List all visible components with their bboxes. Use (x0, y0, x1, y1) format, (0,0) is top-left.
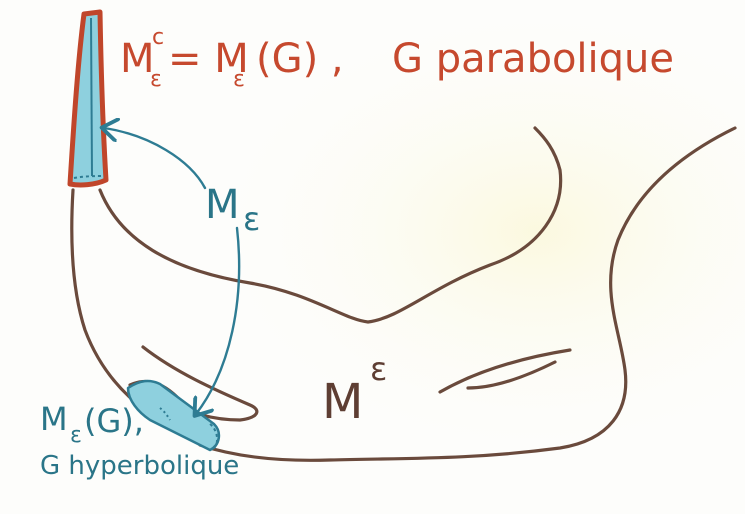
title-equals-m: = M (168, 36, 249, 82)
m-eps-sub: ε (243, 200, 260, 238)
arrows (104, 128, 241, 414)
arrow-to-cusp (104, 128, 207, 190)
m-thick-label: M ε (322, 350, 387, 430)
surface-left-boundary (70, 188, 147, 412)
title-m-sub: ε (150, 67, 162, 92)
title-label: M c ε = M ε (G) , G parabolique (120, 25, 674, 92)
title-rhs-sub: ε (233, 67, 245, 92)
surface-top-boundary (98, 126, 563, 324)
m-hyp-tail: (G), (84, 402, 144, 440)
m-thick-m: M (322, 374, 363, 430)
collar-geodesic (159, 407, 171, 421)
m-eps-m: M (205, 182, 240, 228)
handle-lower (466, 360, 557, 390)
collar-right-rim (209, 423, 218, 451)
m-hyp-sub: ε (70, 423, 82, 448)
surface-outline (70, 126, 737, 462)
cusp-bottom-line (73, 175, 105, 179)
title-rhs-tail: (G) , (256, 36, 344, 82)
m-eps-label: M ε (205, 182, 260, 238)
cusp-shape (67, 9, 109, 188)
title-g-parabolique: G parabolique (392, 36, 674, 82)
title-m: M (120, 36, 155, 82)
hyperbolic-collar (126, 379, 221, 452)
arrow-to-collar (196, 226, 241, 414)
m-hyp-line2: G hyperbolique (40, 451, 239, 481)
m-hyp-m: M (40, 400, 68, 438)
cusp-thin-part (67, 9, 109, 188)
cusp-inner-line (90, 17, 93, 177)
surface-right-boundary (198, 126, 737, 462)
title-m-sup: c (152, 25, 164, 50)
m-thick-sup: ε (370, 350, 387, 388)
handle-upper (438, 348, 572, 394)
m-hyp-label: M ε (G), G hyperbolique (40, 400, 239, 481)
collar-shape (126, 379, 221, 452)
